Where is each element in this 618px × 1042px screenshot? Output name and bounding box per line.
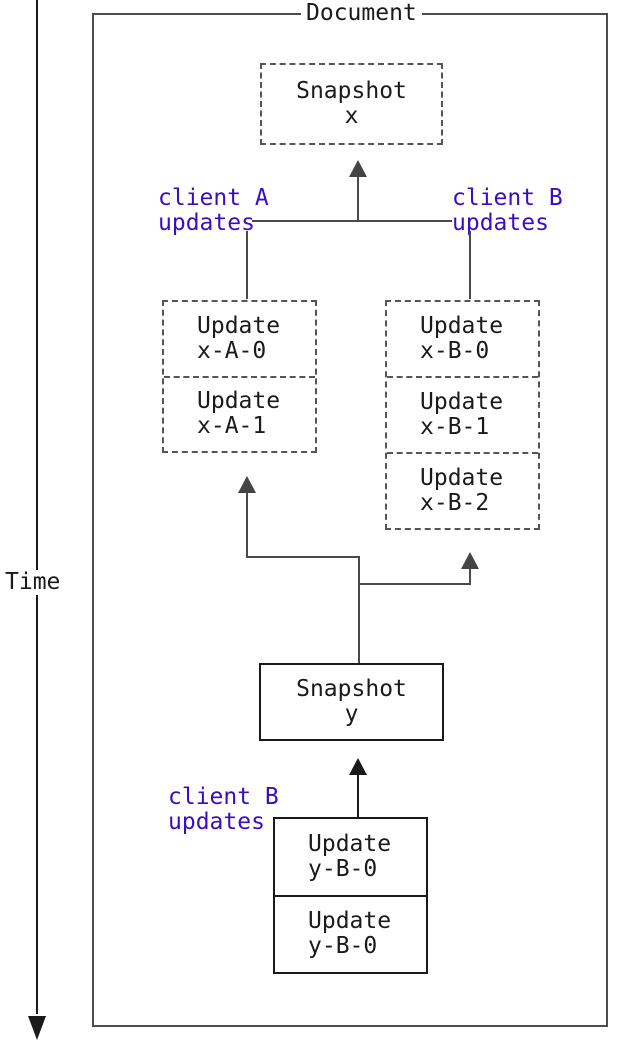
update-cell: Update y-B-0 [275,894,426,973]
client-a-updates-label: client A updates [158,185,269,236]
update-cell-label: Update y-B-0 [308,830,392,882]
arrow-up-into-stack-x-a-icon [238,476,256,493]
return-path-right-vertical-line [469,569,471,585]
update-cell-label: Update x-A-0 [197,312,281,364]
snapshot-y-box: Snapshot y [259,663,444,741]
arrow-up-into-snapshot-x-icon [349,160,367,177]
update-cell: Update x-B-0 [387,302,538,376]
arrow-up-into-snapshot-x-line [357,177,359,222]
update-cell-label: Update x-B-1 [420,389,504,440]
time-axis-label: Time [0,570,66,595]
update-cell-label: Update x-B-0 [420,313,504,364]
update-cell: Update x-B-2 [387,452,538,528]
update-stack-y-b: Update y-B-0 Update y-B-0 [273,817,428,974]
snapshot-x-label: Snapshot x [296,78,407,129]
client-b-updates-label: client B updates [452,185,563,236]
arrow-up-into-snapshot-y-icon [349,758,367,775]
return-path-center-vertical-line [358,556,360,663]
update-cell: Update x-A-1 [164,375,315,452]
update-cell-label: Update x-A-1 [197,388,281,440]
return-path-left-horizontal-line [246,556,360,558]
update-cell: Update y-B-0 [275,819,426,895]
client-a-drop-line [246,231,248,299]
update-cell-label: Update y-B-0 [308,908,392,960]
client-b-updates-bottom-label: client B updates [168,784,279,835]
arrow-up-into-stack-x-b-icon [461,552,479,569]
client-b-drop-line [469,231,471,299]
update-cell: Update x-B-1 [387,376,538,452]
return-path-right-horizontal-line [358,583,471,585]
arrow-up-into-snapshot-y-line [357,774,359,817]
return-path-left-vertical-line [246,492,248,558]
snapshot-y-label: Snapshot y [296,676,407,727]
time-axis-line [36,0,38,1014]
snapshot-x-box: Snapshot x [260,63,443,145]
document-title: Document [301,1,422,26]
time-axis-arrow-down-icon [28,1016,46,1040]
client-labels-connector-line [252,220,452,222]
update-cell: Update x-A-0 [164,302,315,376]
update-stack-x-b: Update x-B-0 Update x-B-1 Update x-B-2 [385,300,540,530]
update-cell-label: Update x-B-2 [420,465,504,516]
update-stack-x-a: Update x-A-0 Update x-A-1 [162,300,317,453]
